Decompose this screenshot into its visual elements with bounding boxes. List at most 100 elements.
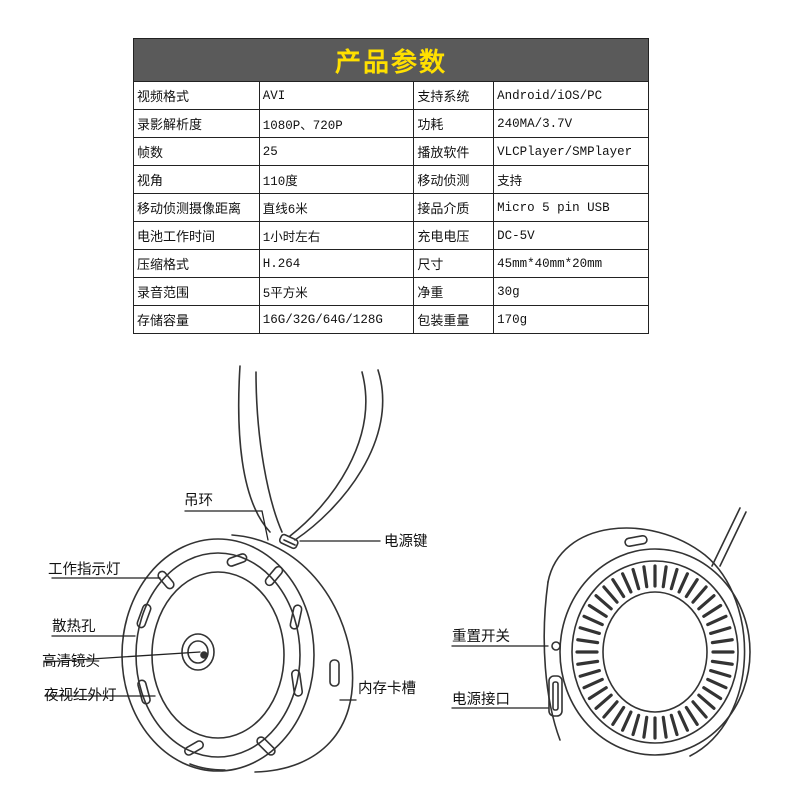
vent-slot	[611, 578, 626, 599]
label-reset-switch: 重置开关	[452, 628, 510, 645]
vent-slot	[578, 626, 601, 636]
spec-value: 5平方米	[258, 277, 415, 306]
spec-label: 接品介质	[413, 193, 495, 222]
spec-label: 充电电压	[413, 221, 495, 250]
vent-slot	[594, 594, 613, 611]
spec-label: 录音范围	[133, 277, 260, 306]
vent-slot	[594, 693, 613, 710]
vent-slot	[710, 638, 734, 645]
vent-slot	[642, 565, 649, 589]
spec-label: 压缩格式	[133, 249, 260, 278]
spec-value: 240MA/3.7V	[493, 109, 649, 138]
vent-slot	[602, 700, 619, 719]
back-device	[543, 507, 751, 757]
vent-slot	[702, 686, 723, 701]
spec-value: 直线6米	[258, 193, 415, 222]
table-row: 录影解析度 1080P、720P 功耗 240MA/3.7V	[133, 109, 649, 138]
label-power-port: 电源接口	[452, 691, 510, 708]
spec-label: 移动侦测	[413, 165, 495, 194]
vent-slot	[620, 710, 633, 732]
label-hd-lens: 高清镜头	[42, 652, 100, 670]
power-port	[548, 675, 563, 717]
spec-label: 净重	[413, 277, 495, 306]
spec-value: 45mm*40mm*20mm	[493, 249, 649, 278]
table-row: 帧数 25 播放软件 VLCPlayer/SMPlayer	[133, 137, 649, 166]
vent-slot	[582, 677, 604, 690]
front-device	[121, 533, 354, 773]
vent-slot	[702, 603, 723, 618]
spec-value: Android/iOS/PC	[493, 81, 649, 110]
table-row: 电池工作时间 1小时左右 充电电压 DC-5V	[133, 221, 649, 250]
power-key	[278, 533, 299, 550]
vent-slot	[578, 668, 601, 678]
vent-slot	[602, 585, 619, 604]
label-memory-slot: 内存卡槽	[358, 680, 416, 697]
label-ir-light: 夜视红外灯	[44, 687, 117, 704]
vent-slot	[576, 638, 600, 645]
spec-label: 支持系统	[413, 81, 495, 110]
vent-slot	[631, 713, 641, 737]
vent-slot	[706, 614, 728, 627]
spec-value: 支持	[493, 165, 649, 194]
vent-slot	[620, 572, 633, 594]
table-row: 视角 110度 移动侦测 支持	[133, 165, 649, 194]
vent-slot	[684, 705, 699, 726]
spec-label: 视角	[133, 165, 260, 194]
spec-value: 170g	[493, 305, 649, 334]
vent-slot	[576, 659, 600, 666]
spec-value: 30g	[493, 277, 649, 306]
vent-slot	[669, 567, 679, 591]
reset-hole	[551, 641, 561, 651]
spec-value: VLCPlayer/SMPlayer	[493, 137, 649, 166]
label-hanging-loop: 吊环	[184, 493, 213, 509]
vent-slot	[631, 567, 641, 591]
spec-label: 视频格式	[133, 81, 260, 110]
vent-slot	[587, 603, 608, 618]
table-row: 存储容量 16G/32G/64G/128G 包装重量 170g	[133, 305, 649, 334]
spec-label: 包装重量	[413, 305, 495, 334]
spec-value: 25	[258, 137, 415, 166]
spec-value: 16G/32G/64G/128G	[258, 305, 415, 334]
leader-lines	[44, 510, 549, 709]
spec-table: 产品参数 视频格式 AVI 支持系统 Android/iOS/PC 录影解析度 …	[133, 38, 649, 334]
spec-value: 1080P、720P	[258, 109, 415, 138]
spec-value: Micro 5 pin USB	[493, 193, 649, 222]
spec-value: DC-5V	[493, 221, 649, 250]
vent-slot	[587, 686, 608, 701]
vent-slot	[691, 585, 708, 604]
vent-slot	[709, 668, 732, 678]
vent-slot	[691, 700, 708, 719]
vent-slot	[710, 659, 734, 666]
spec-value: 1小时左右	[258, 221, 415, 250]
vent-slot	[661, 565, 668, 589]
spec-label: 尺寸	[413, 249, 495, 278]
vent-slot	[611, 705, 626, 726]
spec-value: AVI	[258, 81, 415, 110]
vent-slot	[582, 614, 604, 627]
spec-value: H.264	[258, 249, 415, 278]
vent-slot	[669, 713, 679, 737]
vent-slot	[697, 693, 716, 710]
table-row: 视频格式 AVI 支持系统 Android/iOS/PC	[133, 81, 649, 110]
vent-slot	[642, 715, 649, 739]
heat-vent-ring	[575, 564, 735, 740]
spec-value: 110度	[258, 165, 415, 194]
neck-strap	[237, 365, 384, 541]
spec-label: 录影解析度	[133, 109, 260, 138]
spec-label: 移动侦测摄像距离	[133, 193, 260, 222]
vent-slot	[677, 572, 690, 594]
spec-label: 功耗	[413, 109, 495, 138]
lens	[181, 633, 215, 671]
label-heat-holes: 散热孔	[52, 618, 96, 635]
camera-diagram: 吊环 电源键 工作指示灯 散热孔 高清镜头 夜视红外灯 内存卡槽 重置开关 电源…	[42, 365, 751, 773]
vent-slot	[709, 626, 732, 636]
vent-slot	[706, 677, 728, 690]
vent-slot	[677, 710, 690, 732]
label-work-indicator: 工作指示灯	[48, 561, 121, 578]
vent-slot	[697, 594, 716, 611]
spec-label: 存储容量	[133, 305, 260, 334]
spec-label: 播放软件	[413, 137, 495, 166]
table-row: 移动侦测摄像距离 直线6米 接品介质 Micro 5 pin USB	[133, 193, 649, 222]
spec-label: 帧数	[133, 137, 260, 166]
table-row: 录音范围 5平方米 净重 30g	[133, 277, 649, 306]
